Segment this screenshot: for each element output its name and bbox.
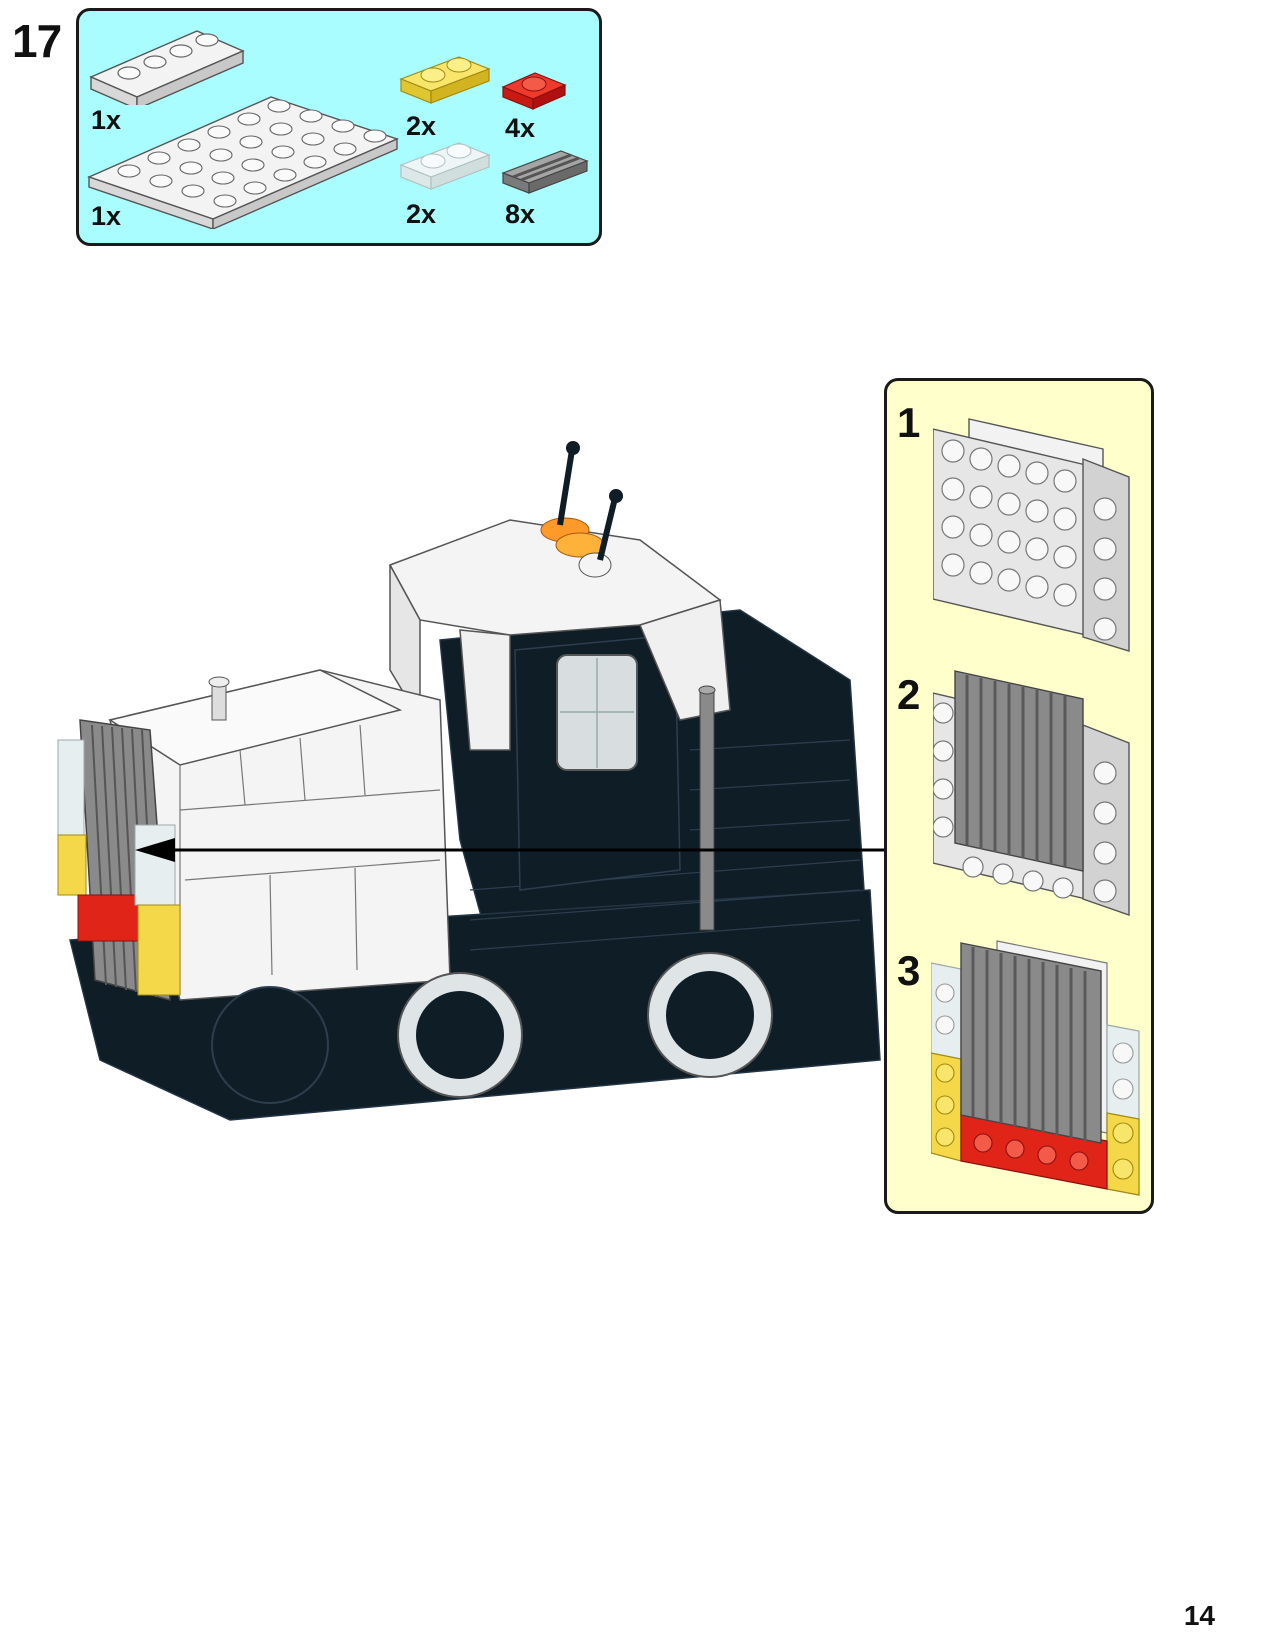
locomotive-assembly-image [40,420,900,1140]
qty-white-plate-1x4: 1x [91,105,122,135]
trans-clear-plate-1x2-icon [399,142,491,190]
parts-list-box: 1x 1x 2x 2x 4x [76,8,602,246]
qty-grille-tile: 8x [505,199,536,229]
subassembly-step-2-image [933,670,1130,916]
qty-trans-yellow-plate: 2x [406,111,437,141]
substep-number-2: 2 [897,671,921,718]
qty-trans-red-plate: 4x [505,113,536,143]
substep-number-3: 3 [897,947,921,994]
white-plate-4x8-icon [87,96,399,229]
white-plate-1x4-icon [89,30,245,105]
qty-white-plate-4x8: 1x [91,201,122,231]
subassembly-callout: 1 2 3 [884,378,1154,1214]
subassembly-step-1-image [933,418,1130,652]
page-number: 14 [1183,1600,1215,1631]
trans-red-plate-1x1-icon [501,72,567,110]
grille-tile-1x2-icon [501,150,589,194]
qty-trans-clear-plate: 2x [406,199,437,229]
step-number: 17 [12,15,62,67]
subassembly-step-3-image [931,940,1140,1196]
substep-number-1: 1 [897,399,921,446]
trans-yellow-plate-1x2-icon [399,56,491,104]
